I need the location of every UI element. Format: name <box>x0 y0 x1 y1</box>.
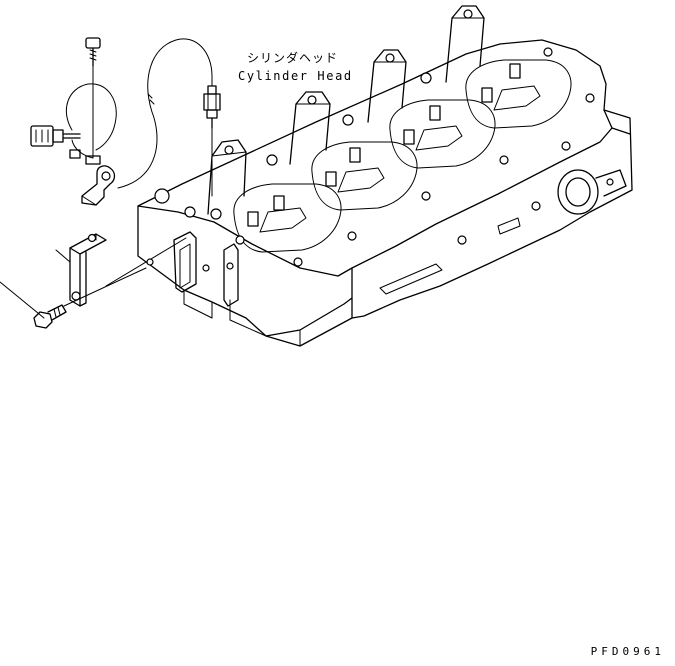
sensor-cable <box>117 38 213 189</box>
figure-code: PFD0961 <box>590 645 665 658</box>
harness-clip <box>81 165 116 206</box>
head-bolt-holes <box>154 47 595 267</box>
bracket-leader <box>55 249 71 263</box>
temperature-sensor <box>203 85 221 197</box>
mounting-bolt-top <box>85 37 101 159</box>
valve-bosses <box>247 63 521 227</box>
part-label-japanese: シリンダヘッド <box>247 51 339 65</box>
cylinder-head <box>137 5 633 347</box>
mounting-bolt-bottom <box>0 267 147 329</box>
mounting-bracket <box>69 233 107 307</box>
wire-connector <box>30 83 117 165</box>
thermostat-boss <box>457 169 627 245</box>
part-label-english: Cylinder Head <box>238 69 353 83</box>
